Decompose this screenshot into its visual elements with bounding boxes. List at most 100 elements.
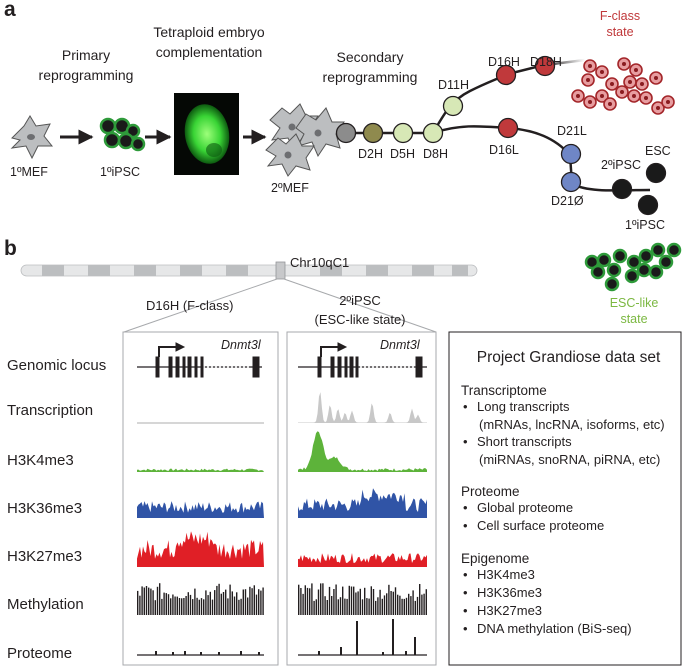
ipsc1-label: 1ºiPSC	[100, 165, 140, 179]
methylation-bar	[309, 588, 311, 615]
methylation-bar	[403, 598, 405, 615]
methylation-bar	[335, 584, 337, 615]
track-label-h3k27me3: H3K27me3	[7, 548, 83, 565]
node-mef2	[335, 122, 357, 144]
methylation-bar	[359, 588, 361, 615]
esclike-state-line1: ESC-like	[609, 296, 659, 310]
label-d11h: D11H	[438, 78, 470, 92]
methylation-bar	[361, 599, 364, 615]
methylation-bar	[421, 594, 423, 615]
ipsc1-colony-icon	[99, 117, 146, 152]
label-d21l: D21L	[557, 124, 587, 138]
dataset-title: Project Grandiose data set	[476, 349, 661, 366]
methylation-bar	[399, 595, 401, 615]
methylation-bar	[229, 584, 231, 615]
methylation-bar	[152, 590, 154, 615]
proteome-spike	[172, 652, 174, 655]
methylation-bar	[154, 600, 156, 615]
proteome-spike	[218, 652, 220, 655]
methylation-bar	[262, 587, 264, 615]
methylation-bar	[225, 589, 227, 615]
proteome-spike	[240, 651, 242, 655]
proteome-spike	[258, 652, 260, 655]
col1-label: D16H (F-class)	[146, 298, 234, 313]
node-d11h	[442, 95, 464, 117]
esc-label: ESC	[645, 144, 671, 158]
node-d16h	[495, 64, 517, 86]
h3k4me3-track-col2	[298, 431, 427, 472]
dataset-heading-epigenome: Epigenome	[461, 551, 530, 566]
label-d2h: D2H	[358, 147, 384, 161]
genomic-locus-track	[137, 342, 427, 378]
node-d2h	[362, 122, 384, 144]
methylation-bar	[348, 585, 350, 615]
proteome-spike	[200, 652, 202, 655]
methylation-bar	[238, 599, 240, 615]
methylation-bar	[194, 588, 196, 615]
methylation-bar	[328, 586, 331, 615]
secondary-reprogramming-line1: Secondary	[336, 49, 404, 65]
tetraploid-label: Tetraploid embryo complementation	[134, 22, 284, 62]
chromosome-ideogram	[20, 261, 478, 280]
track-label-genomic-locus: Genomic locus	[7, 357, 107, 374]
track-label-h3k4me3: H3K4me3	[7, 452, 74, 469]
methylation-bar	[244, 589, 247, 615]
methylation-bar	[342, 586, 344, 615]
dataset-item: H3K36me3	[461, 584, 676, 602]
fclass-cell-cluster-icon	[571, 57, 675, 115]
methylation-bar	[366, 598, 368, 615]
methylation-bar	[242, 589, 244, 615]
methylation-bar	[165, 593, 167, 615]
methylation-bar	[236, 592, 238, 615]
node-d21l	[560, 143, 582, 165]
methylation-bar	[306, 587, 309, 615]
proteome-spike	[356, 621, 358, 655]
panel-a-label: a	[4, 0, 16, 21]
node-d18h	[534, 55, 556, 77]
methylation-bar	[377, 597, 379, 615]
methylation-bar	[181, 598, 183, 615]
panel-b-diagram	[20, 261, 682, 666]
proteome-spike	[340, 647, 342, 655]
methylation-bar	[350, 586, 353, 615]
panel-b-label: b	[4, 237, 17, 260]
methylation-bar	[170, 598, 172, 615]
methylation-bar	[372, 589, 375, 615]
proteome-spike	[318, 651, 320, 655]
methylation-bar	[233, 596, 236, 615]
methylation-bar	[320, 583, 322, 615]
proteome-spike	[414, 637, 416, 655]
methylation-bar	[401, 598, 403, 615]
methylation-bar	[143, 587, 145, 615]
proteome-spike	[184, 651, 186, 655]
ipsc1-end-label: 1ºiPSC	[625, 218, 665, 232]
proteome-spike	[405, 651, 407, 655]
methylation-bar	[150, 588, 152, 615]
col2-label-line1: 2ºiPSC	[339, 293, 381, 308]
methylation-bar	[145, 586, 148, 615]
fclass-state-line2: state	[606, 25, 634, 39]
methylation-bar	[231, 591, 233, 615]
col2-label-line2: (ESC-like state)	[314, 312, 406, 327]
methylation-bar	[313, 600, 315, 615]
methylation-bar	[255, 594, 258, 615]
methylation-bar	[240, 598, 242, 615]
methylation-bar	[156, 586, 159, 615]
methylation-bar	[353, 586, 355, 615]
methylation-bar	[379, 589, 381, 615]
methylation-bar	[192, 599, 194, 615]
methylation-bar	[410, 596, 412, 615]
methylation-bar	[174, 596, 176, 615]
dataset-item: H3K27me3	[461, 602, 676, 620]
methylation-bar	[326, 600, 328, 615]
methylation-bar	[247, 597, 249, 615]
label-d18h: D18H	[530, 55, 562, 69]
methylation-bar	[302, 593, 304, 615]
methylation-bar	[161, 598, 163, 615]
track-label-methylation: Methylation	[7, 596, 84, 613]
proteome-spike	[382, 652, 384, 655]
esclike-state-line2: state	[620, 312, 648, 326]
methylation-bar	[198, 599, 200, 615]
methylation-bar	[333, 589, 335, 615]
methylation-bar	[346, 598, 348, 615]
